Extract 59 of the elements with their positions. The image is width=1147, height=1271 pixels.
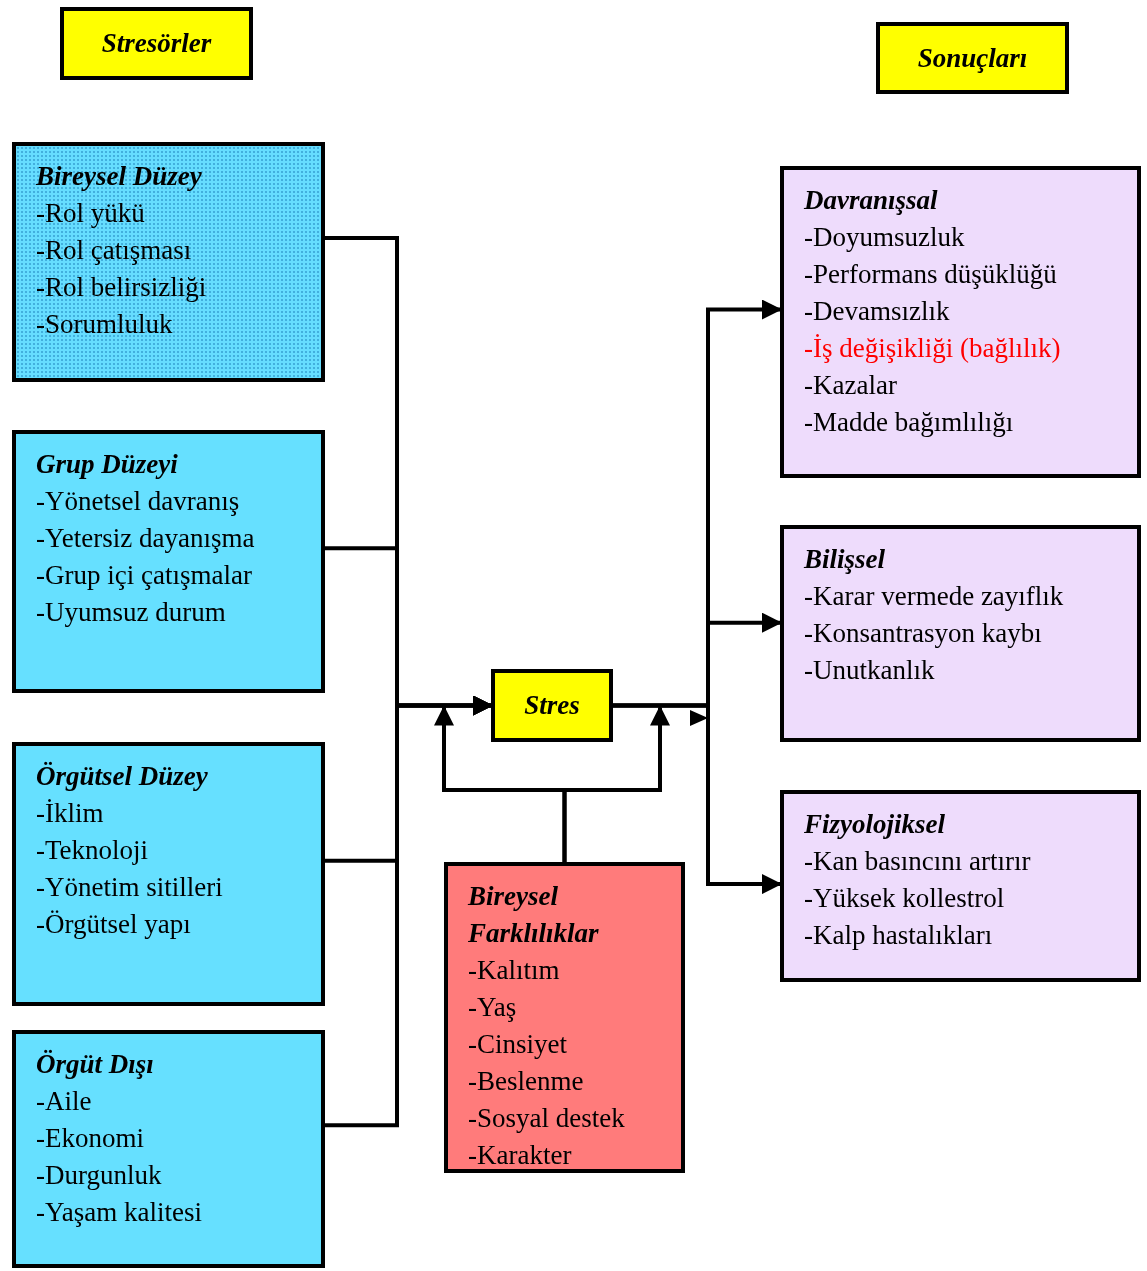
list-item: -Beslenme	[468, 1065, 585, 1098]
list-item: -Devamsızlık	[804, 295, 951, 328]
list-item: -Yüksek kollestrol	[804, 882, 1006, 915]
box-heading: Bilişsel	[804, 543, 886, 576]
list-item: -İklim	[36, 797, 105, 830]
list-item: -Konsantrasyon kaybı	[804, 617, 1043, 650]
title-label: Stresörler	[101, 27, 212, 60]
list-item: -Örgütsel yapı	[36, 908, 192, 941]
arrow	[613, 703, 782, 895]
list-item: -Kazalar	[804, 369, 898, 402]
list-item: -İş değişikliği (bağlılık)	[804, 332, 1062, 365]
arrow	[325, 695, 493, 1128]
box-heading: Bireysel Farklılıklar	[468, 880, 600, 950]
title-box	[876, 22, 1069, 94]
list-item: -Yönetim sitilleri	[36, 871, 224, 904]
category-box	[780, 790, 1141, 982]
box-heading: Bireysel Düzey	[36, 160, 203, 193]
list-item: -Sorumluluk	[36, 308, 174, 341]
category-box	[12, 742, 325, 1006]
title-box	[491, 669, 613, 742]
list-item: -Rol yükü	[36, 197, 146, 230]
list-item: -Ekonomi	[36, 1122, 145, 1155]
box-heading: Örgüt Dışı	[36, 1048, 155, 1081]
title-label: Stres	[524, 689, 580, 722]
list-item: -Aile	[36, 1085, 93, 1118]
category-box	[12, 142, 325, 382]
list-item: -Yönetsel davranış	[36, 485, 241, 518]
list-item: -Kan basıncını artırır	[804, 845, 1032, 878]
title-box	[60, 7, 253, 80]
category-box	[444, 862, 685, 1173]
list-item: -Kalıtım	[468, 954, 561, 987]
list-item: -Rol belirsizliği	[36, 271, 208, 304]
list-item: -Cinsiyet	[468, 1028, 568, 1061]
category-box	[12, 430, 325, 693]
list-item: -Uyumsuz durum	[36, 596, 227, 629]
list-item: -Grup içi çatışmalar	[36, 559, 253, 592]
arrow	[562, 705, 670, 862]
list-item: -Doyumsuzluk	[804, 221, 966, 254]
category-box	[780, 166, 1141, 478]
box-heading: Fizyolojiksel	[804, 808, 946, 841]
list-item: -Unutkanlık	[804, 654, 936, 687]
list-item: -Sosyal destek	[468, 1102, 626, 1135]
list-item: -Madde bağımlılığı	[804, 406, 1015, 439]
box-heading: Grup Düzeyi	[36, 448, 179, 481]
list-item: -Karakter	[468, 1139, 573, 1172]
list-item: -Teknoloji	[36, 834, 150, 867]
list-item: -Yaş	[468, 991, 518, 1024]
list-item: -Rol çatışması	[36, 234, 193, 267]
box-heading: Davranışsal	[804, 184, 939, 217]
list-item: -Durgunluk	[36, 1159, 163, 1192]
list-item: -Yetersiz dayanışma	[36, 522, 256, 555]
category-box	[12, 1030, 325, 1268]
list-item: -Yaşam kalitesi	[36, 1196, 203, 1229]
title-label: Sonuçları	[917, 41, 1028, 75]
category-box	[780, 525, 1141, 742]
list-item: -Kalp hastalıkları	[804, 919, 994, 952]
list-item: -Karar vermede zayıflık	[804, 580, 1065, 613]
list-item: -Performans düşüklüğü	[804, 258, 1058, 291]
box-heading: Örgütsel Düzey	[36, 760, 209, 793]
